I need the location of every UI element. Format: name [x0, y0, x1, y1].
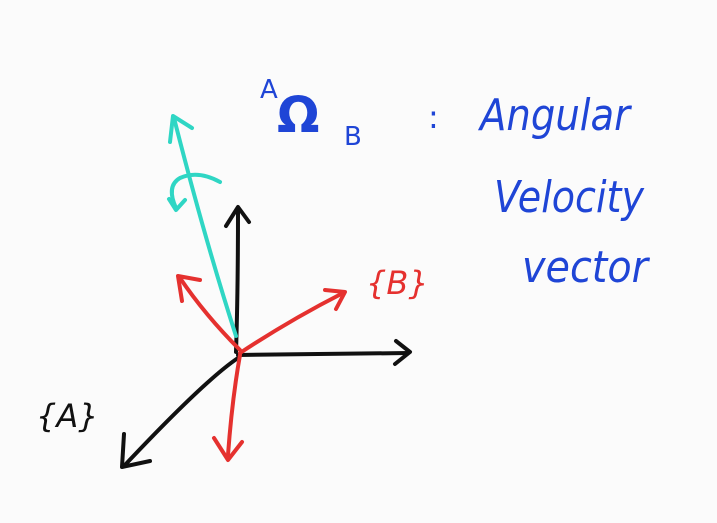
frame-A-axes	[120, 205, 412, 469]
frame-A-x-axis	[122, 356, 240, 468]
frame-B-axis-down	[226, 353, 242, 457]
title-line-vector: vector	[522, 242, 651, 293]
omega-vector	[167, 114, 238, 338]
frame-B-axis-down-arrowhead	[212, 436, 244, 462]
title-superscript: A	[260, 75, 278, 105]
title-subscript: B	[344, 122, 362, 152]
frame-A-z-axis	[234, 208, 240, 354]
omega-vector-arrowhead	[168, 114, 194, 144]
frame-A-z-arrowhead	[224, 205, 251, 228]
omega-symbol: Ω	[277, 86, 320, 144]
omega-rotation-arc	[169, 172, 222, 210]
title-line-velocity: Velocity	[494, 172, 645, 223]
frame-B-axis-right-arrowhead	[323, 288, 347, 311]
frame-B-axes	[176, 274, 347, 462]
frame-A-y-axis	[236, 351, 410, 357]
frame-B-axis-up-left-arrowhead	[176, 274, 202, 303]
omega-vector-shaft	[172, 116, 238, 338]
frame-B-axis-up-left	[178, 276, 242, 352]
title-colon: :	[428, 98, 439, 136]
frame-A-y-arrowhead	[393, 339, 412, 366]
omega-rotation-arc-arrowhead	[167, 197, 187, 212]
frame-B-label: {B}	[366, 264, 429, 302]
frame-A-x-arrowhead	[120, 432, 152, 469]
frame-B-axis-right	[238, 291, 345, 355]
title-line-angular: Angular	[477, 90, 632, 141]
angular-velocity-title: A Ω B : Angular Velocity vector	[260, 75, 651, 293]
frame-A-label: {A}	[36, 397, 99, 435]
